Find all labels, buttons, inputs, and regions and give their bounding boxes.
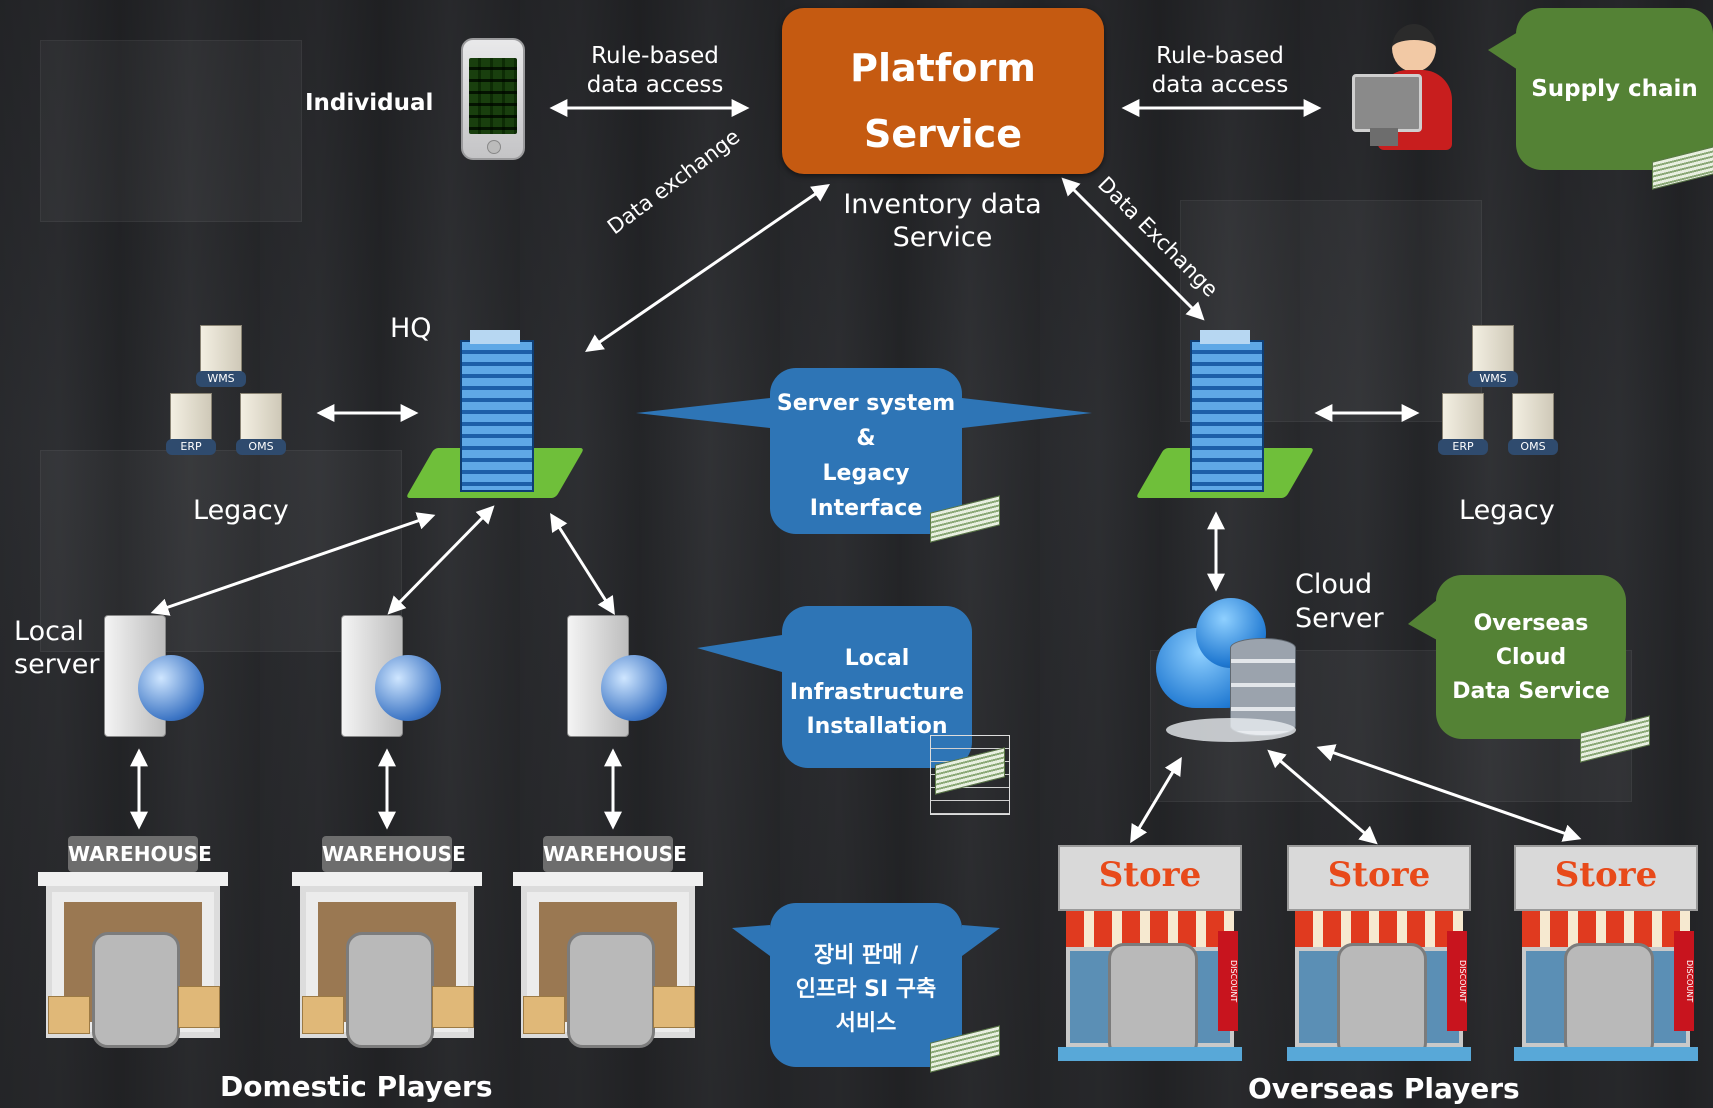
erp-tag: ERP bbox=[1438, 439, 1488, 455]
overseas-cloud-callout: Overseas Cloud Data Service bbox=[1436, 575, 1626, 739]
supply-chain-callout: Supply chain bbox=[1516, 8, 1713, 170]
wms-tag: WMS bbox=[196, 371, 246, 387]
rule-based-access-right: Rule-based data access bbox=[1151, 43, 1289, 98]
arrow-hq-local-server-3 bbox=[550, 512, 615, 616]
cloud-server-label: Cloud Server bbox=[1295, 569, 1384, 634]
store-3-icon: Store DISCOUNT bbox=[1514, 845, 1698, 1063]
store-1-icon: Store DISCOUNT bbox=[1058, 845, 1242, 1063]
discount-banner: DISCOUNT bbox=[1447, 931, 1467, 1031]
warehouse-sign: WAREHOUSE bbox=[68, 836, 212, 872]
store-sign: Store bbox=[1327, 855, 1431, 895]
legacy-servers-left: WMS ERP OMS bbox=[160, 325, 300, 470]
store-sign: Store bbox=[1554, 855, 1658, 895]
arrow-hq-local-server-2 bbox=[387, 505, 495, 615]
smartphone-icon bbox=[461, 38, 525, 160]
warehouse-3-icon: WAREHOUSE bbox=[513, 836, 703, 1058]
domestic-players-label: Domestic Players bbox=[220, 1070, 493, 1103]
erp-tag: ERP bbox=[166, 439, 216, 455]
store-sign: Store bbox=[1098, 855, 1202, 895]
warehouse-sign: WAREHOUSE bbox=[543, 836, 687, 872]
rule-based-access-left: Rule-based data access bbox=[586, 43, 724, 98]
local-server-1-icon bbox=[100, 615, 210, 740]
inventory-data-service-label: Inventory data Service bbox=[843, 189, 1042, 253]
arrow-cloud-store-1 bbox=[1130, 756, 1182, 844]
wms-tag: WMS bbox=[1468, 371, 1518, 387]
overseas-players-label: Overseas Players bbox=[1248, 1072, 1520, 1105]
arrow-hq-local-server-1 bbox=[150, 512, 436, 616]
cloud-database-icon bbox=[1156, 598, 1306, 748]
legacy-right-label: Legacy bbox=[1459, 495, 1555, 526]
arrow-platform-overseas-hq bbox=[1061, 177, 1205, 321]
supply-chain-user-icon bbox=[1350, 22, 1460, 152]
background-shelf bbox=[40, 40, 302, 222]
local-infra-callout: Local Infrastructure Installation bbox=[782, 606, 972, 768]
discount-banner: DISCOUNT bbox=[1218, 931, 1238, 1031]
hq-building-icon bbox=[405, 330, 585, 505]
oms-tag: OMS bbox=[1508, 439, 1558, 455]
local-server-2-icon bbox=[337, 615, 447, 740]
arrow-cloud-store-3 bbox=[1316, 744, 1582, 842]
money-icon bbox=[930, 735, 1010, 815]
platform-service-box: Platform Service bbox=[782, 8, 1104, 174]
warehouse-sign: WAREHOUSE bbox=[322, 836, 466, 872]
discount-banner: DISCOUNT bbox=[1674, 931, 1694, 1031]
warehouse-2-icon: WAREHOUSE bbox=[292, 836, 482, 1058]
legacy-servers-right: WMS ERP OMS bbox=[1432, 325, 1572, 470]
money-icon bbox=[1580, 710, 1650, 763]
hq-label: HQ bbox=[390, 313, 432, 344]
legacy-left-label: Legacy bbox=[193, 495, 289, 526]
warehouse-1-icon: WAREHOUSE bbox=[38, 836, 228, 1058]
local-server-label: Local server bbox=[14, 616, 100, 680]
server-system-callout: Server system & Legacy Interface bbox=[770, 368, 962, 534]
store-2-icon: Store DISCOUNT bbox=[1287, 845, 1471, 1063]
arrow-platform-hq bbox=[585, 183, 830, 353]
platform-title-line1: Platform bbox=[850, 46, 1036, 90]
oms-tag: OMS bbox=[236, 439, 286, 455]
platform-title-line2: Service bbox=[864, 112, 1022, 156]
local-server-3-icon bbox=[563, 615, 673, 740]
individual-label: Individual bbox=[305, 90, 434, 116]
overseas-hq-building-icon bbox=[1135, 330, 1315, 505]
equipment-sales-callout: 장비 판매 / 인프라 SI 구축 서비스 bbox=[770, 903, 962, 1067]
